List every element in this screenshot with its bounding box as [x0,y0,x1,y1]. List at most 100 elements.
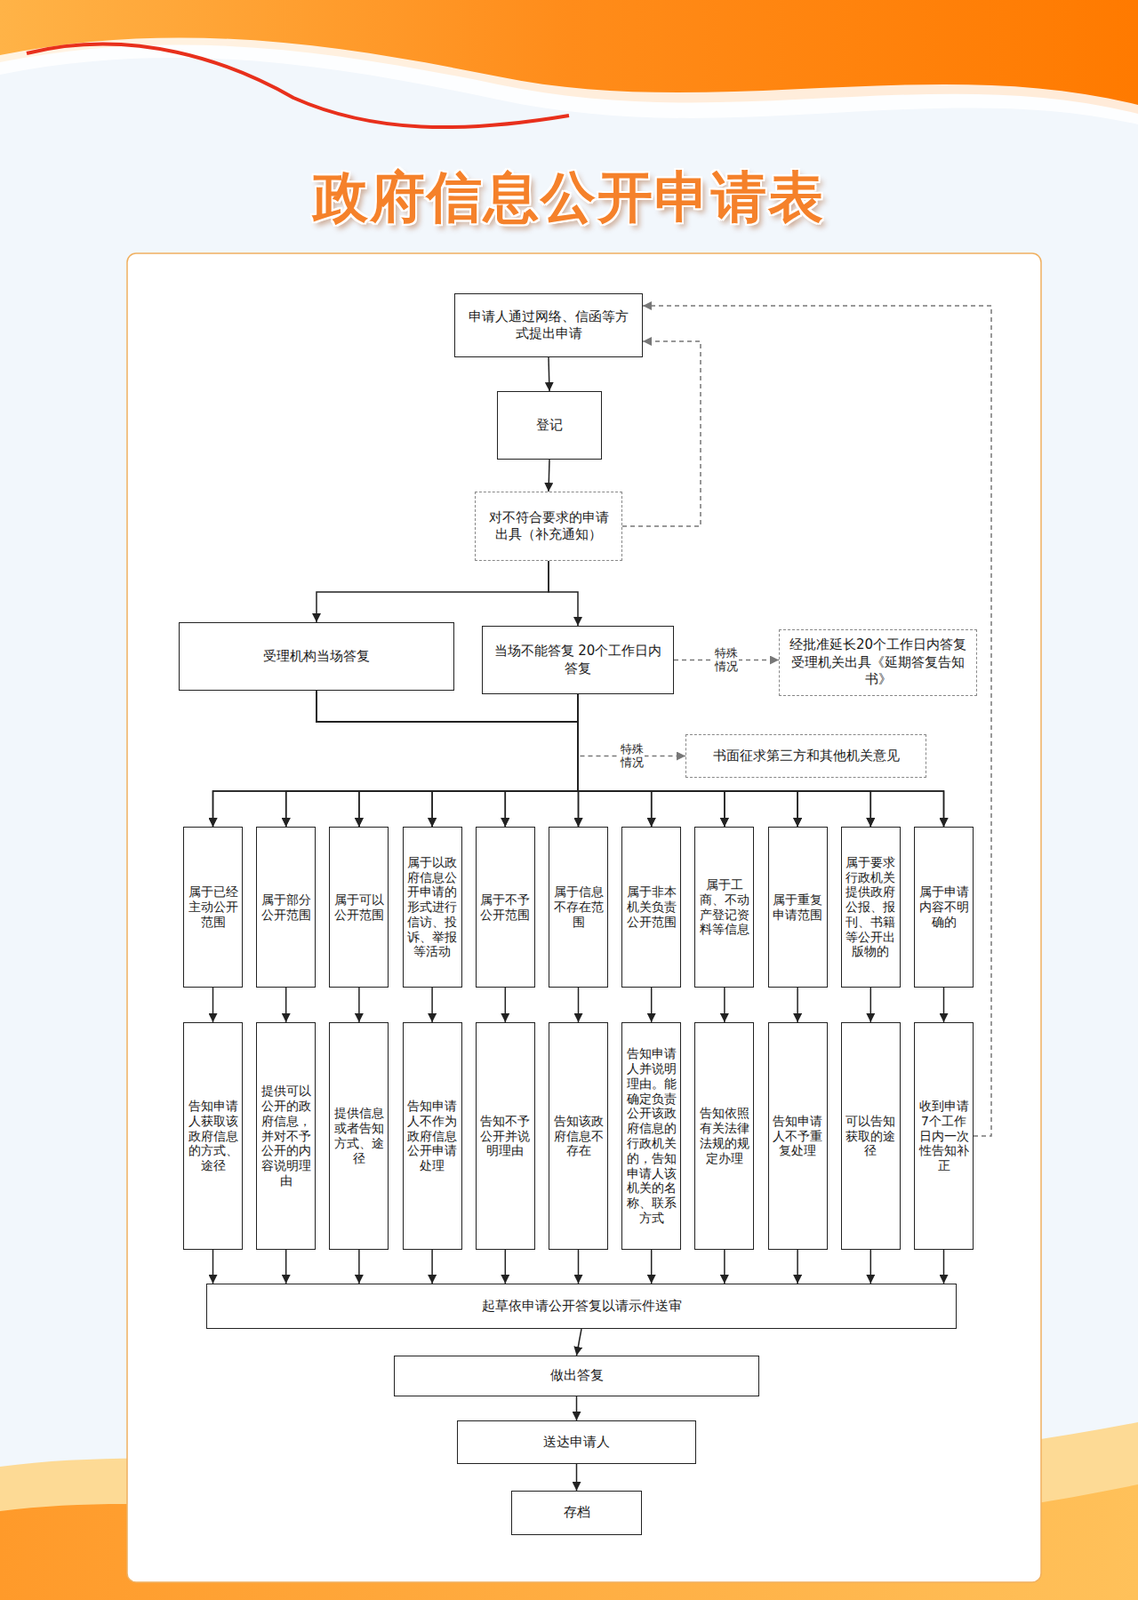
flow-arrow [285,1250,288,1284]
node-text: 告知申请人不作为政府信息公开申请处理 [407,1098,458,1174]
node-text: 属于信息不存在范围 [552,884,604,930]
flow-arrow [213,694,579,827]
node-text: 属于重复申请范围 [772,892,824,923]
flow-arrow [316,690,725,827]
flow-arrow [212,1250,215,1284]
node-text: 收到申请7个工作日内一次性告知补正 [918,1098,970,1174]
node-text: 存档 [563,1504,591,1523]
result-box: 告知申请人并说明理由。能确定负责公开该政府信息的行政机关的，告知申请人该机关的名… [621,1022,682,1251]
node-text: 告知不予公开并说明理由 [480,1113,531,1159]
flow-arrow [316,690,578,827]
flow-arrow [212,987,215,1023]
flow-arrow [432,694,578,827]
node-text: 送达申请人 [543,1434,610,1452]
flow-arrow [285,987,288,1023]
category-box: 属于重复申请范围 [768,826,828,988]
result-box: 提供信息或者告知方式、途径 [328,1022,389,1251]
flow-arrow [943,1250,946,1284]
flow-arrow [504,1250,507,1284]
edge-label: 特殊情况 [618,742,645,771]
flow-arrow [316,690,945,827]
result-box: 告知申请人不作为政府信息公开申请处理 [402,1022,463,1251]
flow-arrow [548,357,550,392]
flow-arrow [650,1250,653,1284]
node-text: 申请人通过网络、信函等方式提出申请 [462,308,635,344]
flow-arrow [359,694,578,827]
result-box: 告知申请人不予重复处理 [768,1022,828,1251]
category-box: 属于不予公开范围 [475,826,536,988]
flow-arrow [504,987,507,1023]
flow-arrow [316,690,652,827]
edge-label: 特殊情况 [713,646,740,675]
node-text: 对不符合要求的申请出具（补充通知） [482,509,615,545]
flow-arrow [577,694,945,827]
flow-arrow [213,690,579,827]
flow-arrow [943,987,946,1023]
result-box: 告知该政府信息不存在 [548,1022,609,1251]
flow-arrow [504,694,578,827]
node-text: 提供信息或者告知方式、途径 [333,1105,385,1166]
result-box: 告知依照有关法律法规的规定办理 [694,1022,754,1251]
flow-arrow [650,987,653,1023]
flow-arrow [577,694,652,827]
panel [127,253,1042,1583]
result-box: 收到申请7个工作日内一次性告知补正 [913,1022,974,1251]
node-text: 属于可以公开范围 [333,892,385,923]
process-box: 受理机构当场答复 [178,622,455,691]
category-box: 属于信息不存在范围 [548,826,609,988]
category-box: 属于部分公开范围 [256,826,316,988]
node-text: 书面征求第三方和其他机关意见 [713,747,900,766]
node-text: 属于以政府信息公开申请的形式进行信访、投诉、举报等活动 [407,855,458,961]
note-box: 经批准延长20个工作日内答复受理机关出具《延期答复告知书》 [778,629,978,697]
flow-arrow [577,1250,580,1284]
flow-arrow [723,1250,726,1284]
node-text: 属于工商、不动产登记资料等信息 [698,877,750,938]
flow-arrow [723,987,726,1023]
category-box: 属于非本机关负责公开范围 [621,826,682,988]
flow-arrow [316,690,578,827]
node-text: 属于部分公开范围 [260,892,312,923]
flow-arrow [286,690,578,827]
node-text: 提供可以公开的政府信息，并对不予公开的内容说明理由 [260,1083,312,1189]
result-box: 可以告知获取的途径 [841,1022,901,1251]
node-text: 属于已经主动公开范围 [187,884,239,930]
note-box: 对不符合要求的申请出具（补充通知） [474,491,623,561]
node-text: 登记 [536,416,563,435]
result-box: 提供可以公开的政府信息，并对不予公开的内容说明理由 [256,1022,316,1251]
result-box: 告知申请人获取该政府信息的方式、途径 [183,1022,243,1251]
category-box: 属于已经主动公开范围 [183,826,243,988]
flow-arrow [577,987,580,1023]
node-text: 经批准延长20个工作日内答复受理机关出具《延期答复告知书》 [786,636,970,690]
node-text: 告知依照有关法律法规的规定办理 [698,1105,750,1166]
flow-arrow [870,1250,873,1284]
note-box: 书面征求第三方和其他机关意见 [685,734,927,778]
flow-arrow [576,1464,578,1491]
node-text: 属于不予公开范围 [480,892,531,923]
node-text: 受理机构当场答复 [263,648,370,666]
dashed-arrow [622,341,701,527]
process-box: 登记 [496,391,602,460]
flow-arrow [576,1396,578,1421]
node-text: 属于申请内容不明确的 [918,884,970,930]
category-box: 属于申请内容不明确的 [913,826,974,988]
flow-arrow [431,987,433,1023]
node-text: 起草依申请公开答复以请示件送审 [481,1298,682,1316]
node-text: 属于非本机关负责公开范围 [625,884,677,930]
node-text: 告知申请人并说明理由。能确定负责公开该政府信息的行政机关的，告知申请人该机关的名… [625,1046,677,1227]
flow-arrow [316,690,579,827]
flow-arrow [548,560,578,626]
dashed-arrow [642,305,992,1137]
category-box: 属于工商、不动产登记资料等信息 [694,826,754,988]
flow-arrow [316,560,549,623]
process-box: 存档 [511,1490,642,1536]
node-text: 告知该政府信息不存在 [552,1113,604,1159]
process-box: 申请人通过网络、信函等方式提出申请 [454,293,643,358]
flow-arrow [796,1250,799,1284]
node-text: 可以告知获取的途径 [845,1113,897,1159]
process-box: 起草依申请公开答复以请示件送审 [206,1283,957,1330]
flow-arrow [316,690,578,827]
category-box: 属于可以公开范围 [328,826,389,988]
title: 政府信息公开申请表 [0,160,1138,235]
node-text: 告知申请人获取该政府信息的方式、途径 [187,1098,239,1174]
